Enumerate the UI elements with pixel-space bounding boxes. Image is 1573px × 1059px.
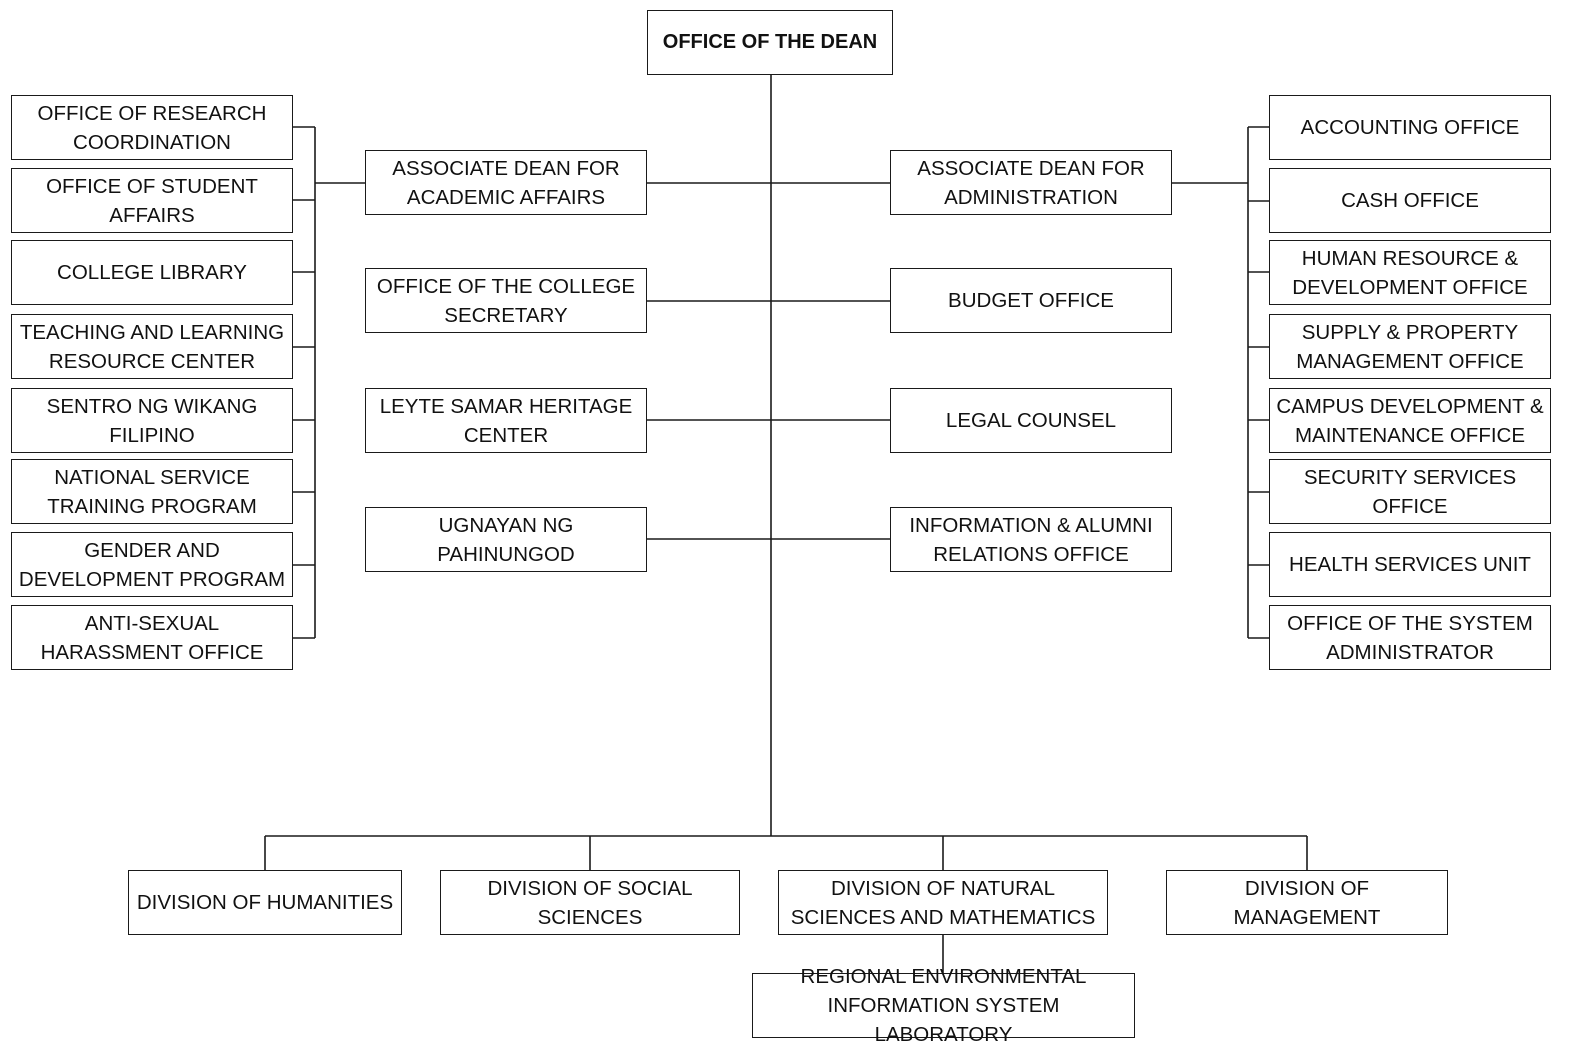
- ugnayan-ng-pahinungod-label: UGNAYAN NG PAHINUNGOD: [437, 513, 575, 566]
- administration-unit-box: OFFICE OF THE SYSTEM ADMINISTRATOR: [1269, 605, 1551, 670]
- administration-unit-box: CAMPUS DEVELOPMENT & MAINTENANCE OFFICE: [1269, 388, 1551, 453]
- academic-unit-box: OFFICE OF STUDENT AFFAIRS: [11, 168, 293, 233]
- administration-unit-box: HEALTH SERVICES UNIT: [1269, 532, 1551, 597]
- administration-unit-box: SECURITY SERVICES OFFICE: [1269, 459, 1551, 524]
- division-of-social-sciences-label: DIVISION OF SOCIAL SCIENCES: [487, 876, 693, 929]
- information-alumni-relations-office-label: INFORMATION & ALUMNI RELATIONS OFFICE: [909, 513, 1153, 566]
- administration-unit-label: OFFICE OF THE SYSTEM ADMINISTRATOR: [1287, 611, 1533, 664]
- administration-unit-label: CASH OFFICE: [1341, 189, 1479, 212]
- legal-counsel-label: LEGAL COUNSEL: [945, 409, 1117, 432]
- division-box: DIVISION OF HUMANITIES: [128, 870, 402, 935]
- administration-unit-label: ACCOUNTING OFFICE: [1300, 116, 1520, 139]
- administration-unit-box: CASH OFFICE: [1269, 168, 1551, 233]
- leyte-samar-heritage-center-label: LEYTE SAMAR HERITAGE CENTER: [379, 394, 633, 447]
- administration-unit-label: CAMPUS DEVELOPMENT & MAINTENANCE OFFICE: [1276, 394, 1544, 447]
- office-of-the-dean-label: OFFICE OF THE DEAN: [662, 31, 878, 53]
- associate-dean-administration-box: ASSOCIATE DEAN FOR ADMINISTRATION: [890, 150, 1172, 215]
- division-box: DIVISION OF MANAGEMENT: [1166, 870, 1448, 935]
- academic-unit-label: TEACHING AND LEARNING RESOURCE CENTER: [19, 320, 285, 373]
- division-box: DIVISION OF NATURAL SCIENCES AND MATHEMA…: [778, 870, 1108, 935]
- administration-unit-label: HUMAN RESOURCE & DEVELOPMENT OFFICE: [1292, 246, 1528, 299]
- associate-dean-administration-label: ASSOCIATE DEAN FOR ADMINISTRATION: [917, 156, 1145, 209]
- academic-unit-box: GENDER AND DEVELOPMENT PROGRAM: [11, 532, 293, 597]
- academic-unit-box: SENTRO NG WIKANG FILIPINO: [11, 388, 293, 453]
- division-of-natural-sciences-label: DIVISION OF NATURAL SCIENCES AND MATHEMA…: [790, 876, 1096, 929]
- administration-unit-label: SECURITY SERVICES OFFICE: [1303, 465, 1517, 518]
- administration-unit-box: SUPPLY & PROPERTY MANAGEMENT OFFICE: [1269, 314, 1551, 379]
- academic-unit-label: NATIONAL SERVICE TRAINING PROGRAM: [47, 465, 257, 518]
- laboratory-label: REGIONAL ENVIRONMENTAL INFORMATION SYSTE…: [800, 965, 1087, 1046]
- administration-unit-box: HUMAN RESOURCE & DEVELOPMENT OFFICE: [1269, 240, 1551, 305]
- administration-unit-box: ACCOUNTING OFFICE: [1269, 95, 1551, 160]
- administration-unit-label: SUPPLY & PROPERTY MANAGEMENT OFFICE: [1296, 320, 1524, 373]
- budget-office-label: BUDGET OFFICE: [948, 289, 1114, 312]
- academic-unit-label: OFFICE OF RESEARCH COORDINATION: [37, 101, 267, 154]
- academic-unit-box: NATIONAL SERVICE TRAINING PROGRAM: [11, 459, 293, 524]
- office-of-the-college-secretary-label: OFFICE OF THE COLLEGE SECRETARY: [376, 274, 636, 327]
- staff-office-box: LEGAL COUNSEL: [890, 388, 1172, 453]
- division-box: DIVISION OF SOCIAL SCIENCES: [440, 870, 740, 935]
- staff-office-box: INFORMATION & ALUMNI RELATIONS OFFICE: [890, 507, 1172, 572]
- associate-dean-academic-affairs-label: ASSOCIATE DEAN FOR ACADEMIC AFFAIRS: [392, 156, 620, 209]
- academic-unit-label: SENTRO NG WIKANG FILIPINO: [46, 394, 258, 447]
- academic-unit-box: ANTI-SEXUAL HARASSMENT OFFICE: [11, 605, 293, 670]
- division-of-humanities-label: DIVISION OF HUMANITIES: [136, 891, 394, 914]
- academic-unit-box: OFFICE OF RESEARCH COORDINATION: [11, 95, 293, 160]
- division-of-management-label: DIVISION OF MANAGEMENT: [1233, 876, 1381, 929]
- academic-unit-label: OFFICE OF STUDENT AFFAIRS: [46, 174, 258, 227]
- staff-office-box: BUDGET OFFICE: [890, 268, 1172, 333]
- associate-dean-academic-affairs-box: ASSOCIATE DEAN FOR ACADEMIC AFFAIRS: [365, 150, 647, 215]
- academic-unit-label: COLLEGE LIBRARY: [57, 261, 247, 284]
- administration-unit-label: HEALTH SERVICES UNIT: [1289, 553, 1531, 576]
- staff-office-box: LEYTE SAMAR HERITAGE CENTER: [365, 388, 647, 453]
- office-of-the-dean-box: OFFICE OF THE DEAN: [647, 10, 893, 75]
- academic-unit-box: TEACHING AND LEARNING RESOURCE CENTER: [11, 314, 293, 379]
- academic-unit-label: GENDER AND DEVELOPMENT PROGRAM: [18, 538, 286, 591]
- academic-unit-label: ANTI-SEXUAL HARASSMENT OFFICE: [40, 611, 264, 664]
- staff-office-box: OFFICE OF THE COLLEGE SECRETARY: [365, 268, 647, 333]
- laboratory-box: REGIONAL ENVIRONMENTAL INFORMATION SYSTE…: [752, 965, 1135, 1046]
- staff-office-box: UGNAYAN NG PAHINUNGOD: [365, 507, 647, 572]
- academic-unit-box: COLLEGE LIBRARY: [11, 240, 293, 305]
